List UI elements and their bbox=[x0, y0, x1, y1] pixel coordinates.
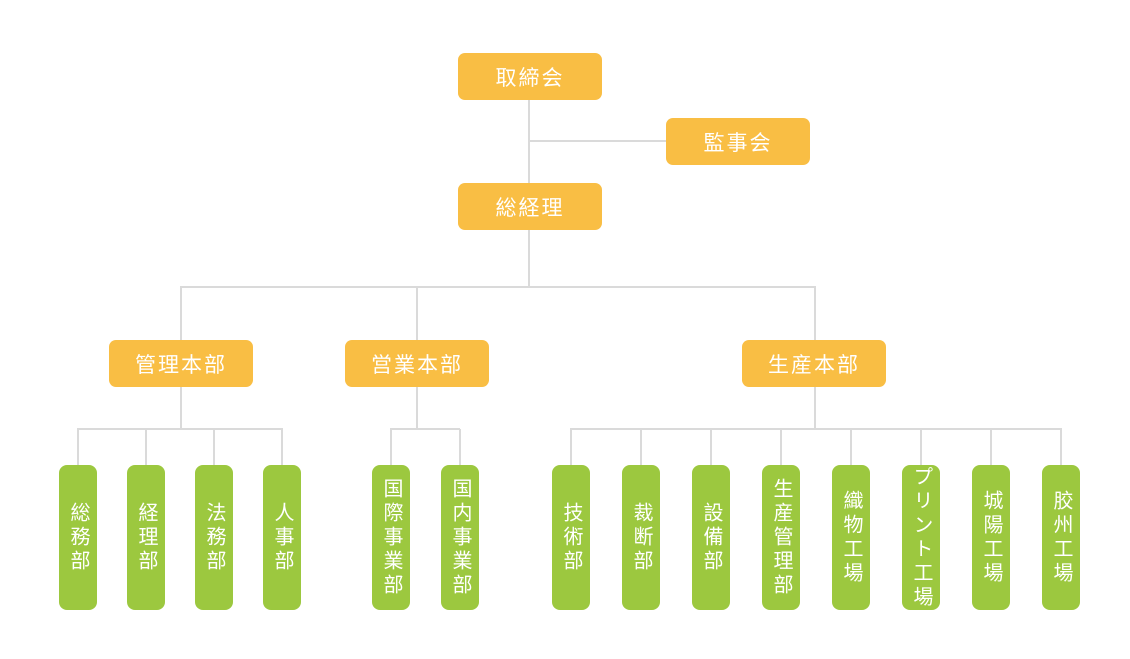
connector-line bbox=[570, 429, 572, 465]
connector-line bbox=[459, 429, 461, 465]
connector-line bbox=[145, 429, 147, 465]
org-node-label: 総経理 bbox=[495, 196, 565, 220]
org-node-label: 取締会 bbox=[495, 66, 565, 90]
org-node-label: 設備部 bbox=[700, 501, 722, 574]
connector-line bbox=[281, 429, 283, 465]
org-node-label: 生産管理部 bbox=[770, 477, 792, 598]
connector-line bbox=[528, 100, 530, 184]
connector-line bbox=[77, 428, 283, 430]
org-node-label: 総務部 bbox=[67, 501, 89, 574]
org-node-dept-legal[interactable]: 法務部 bbox=[195, 465, 233, 610]
org-node-label: 技術部 bbox=[560, 501, 582, 574]
connector-line bbox=[77, 429, 79, 465]
connector-line bbox=[850, 429, 852, 465]
org-node-factory-textile[interactable]: 織物工場 bbox=[832, 465, 870, 610]
connector-line bbox=[528, 230, 530, 288]
org-node-label: 城陽工場 bbox=[980, 489, 1002, 586]
org-node-dept-production-control[interactable]: 生産管理部 bbox=[762, 465, 800, 610]
connector-line bbox=[213, 429, 215, 465]
connector-line bbox=[529, 140, 667, 142]
org-node-dept-domestic-business[interactable]: 国内事業部 bbox=[441, 465, 479, 610]
org-node-factory-print[interactable]: プリント工場 bbox=[902, 465, 940, 610]
connector-line bbox=[1060, 429, 1062, 465]
org-node-dept-equipment[interactable]: 設備部 bbox=[692, 465, 730, 610]
connector-line bbox=[640, 429, 642, 465]
org-node-label: 人事部 bbox=[271, 501, 293, 574]
org-node-board[interactable]: 取締会 bbox=[458, 53, 602, 100]
org-node-label: 経理部 bbox=[135, 501, 157, 574]
connector-line bbox=[180, 286, 182, 340]
org-node-general-manager[interactable]: 総経理 bbox=[458, 183, 602, 230]
org-node-dept-accounting[interactable]: 経理部 bbox=[127, 465, 165, 610]
org-node-label: 織物工場 bbox=[840, 489, 862, 586]
org-node-label: 国際事業部 bbox=[380, 477, 402, 598]
org-node-label: 生産本部 bbox=[768, 353, 860, 377]
org-node-label: 管理本部 bbox=[135, 353, 227, 377]
org-node-dept-cutting[interactable]: 裁断部 bbox=[622, 465, 660, 610]
org-node-label: 営業本部 bbox=[371, 353, 463, 377]
connector-line bbox=[180, 387, 182, 430]
org-node-dept-general-affairs[interactable]: 総務部 bbox=[59, 465, 97, 610]
org-node-label: 胶州工場 bbox=[1050, 489, 1072, 586]
connector-line bbox=[814, 387, 816, 430]
connector-line bbox=[780, 429, 782, 465]
connector-line bbox=[390, 429, 392, 465]
org-node-factory-jiaozhou[interactable]: 胶州工場 bbox=[1042, 465, 1080, 610]
org-node-factory-joyo[interactable]: 城陽工場 bbox=[972, 465, 1010, 610]
connector-line bbox=[710, 429, 712, 465]
org-node-dept-hr[interactable]: 人事部 bbox=[263, 465, 301, 610]
connector-line bbox=[920, 429, 922, 465]
connector-line bbox=[570, 428, 1062, 430]
org-node-division-production[interactable]: 生産本部 bbox=[742, 340, 886, 387]
connector-line bbox=[416, 387, 418, 430]
connector-line bbox=[180, 286, 816, 288]
org-node-label: 裁断部 bbox=[630, 501, 652, 574]
connector-line bbox=[990, 429, 992, 465]
org-node-label: 国内事業部 bbox=[449, 477, 471, 598]
org-node-dept-engineering[interactable]: 技術部 bbox=[552, 465, 590, 610]
org-node-label: プリント工場 bbox=[910, 465, 932, 610]
connector-line bbox=[814, 286, 816, 340]
org-node-division-sales[interactable]: 営業本部 bbox=[345, 340, 489, 387]
org-node-dept-international-business[interactable]: 国際事業部 bbox=[372, 465, 410, 610]
connector-line bbox=[416, 286, 418, 340]
connector-line bbox=[390, 428, 460, 430]
org-node-label: 監事会 bbox=[703, 131, 773, 155]
org-node-division-management[interactable]: 管理本部 bbox=[109, 340, 253, 387]
org-node-label: 法務部 bbox=[203, 501, 225, 574]
org-node-auditors[interactable]: 監事会 bbox=[666, 118, 810, 165]
